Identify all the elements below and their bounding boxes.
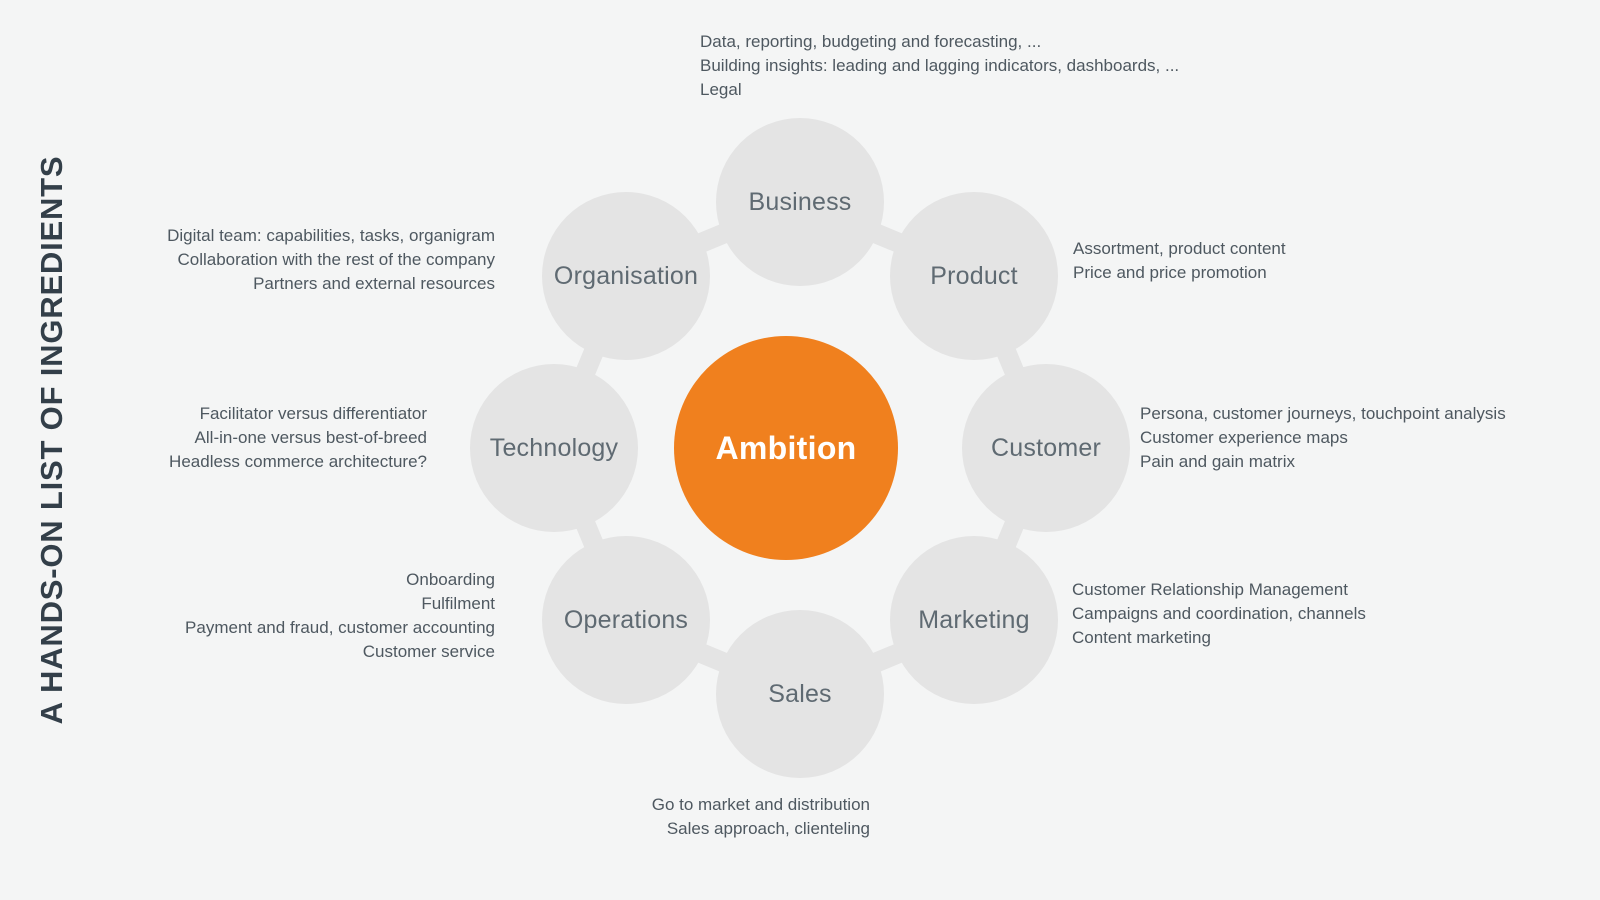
note-line: Go to market and distribution [651,795,870,814]
node-business: Business [716,118,884,286]
product-notes: Assortment, product content Price and pr… [1073,237,1286,285]
note-line: Facilitator versus differentiator [199,404,427,423]
node-technology-label: Technology [489,433,619,462]
node-organisation-label: Organisation [553,261,699,290]
sales-notes: Go to market and distribution Sales appr… [652,793,870,841]
node-product-label: Product [930,261,1018,290]
node-operations: Operations [542,536,710,704]
note-line: Customer service [362,642,495,661]
node-operations-label: Operations [563,605,689,634]
note-line: Payment and fraud, customer accounting [185,618,495,637]
note-line: Digital team: capabilities, tasks, organ… [167,226,495,245]
node-technology: Technology [470,364,638,532]
node-marketing-label: Marketing [918,605,1030,634]
note-line: Building insights: leading and lagging i… [700,56,1180,75]
note-line: Headless commerce architecture? [169,452,427,471]
node-business-label: Business [748,187,852,216]
operations-notes: Onboarding Fulfilment Payment and fraud,… [185,568,495,664]
note-line: Partners and external resources [253,274,495,293]
node-customer: Customer [962,364,1130,532]
note-line: Legal [700,80,742,99]
note-line: All-in-one versus best-of-breed [194,428,427,447]
business-notes: Data, reporting, budgeting and forecasti… [700,30,1179,102]
note-line: Sales approach, clienteling [666,819,870,838]
note-line: Persona, customer journeys, touchpoint a… [1140,404,1506,423]
note-line: Collaboration with the rest of the compa… [177,250,495,269]
marketing-notes: Customer Relationship Management Campaig… [1072,578,1366,650]
note-line: Campaigns and coordination, channels [1072,604,1366,623]
customer-notes: Persona, customer journeys, touchpoint a… [1140,402,1506,474]
note-line: Price and price promotion [1073,263,1267,282]
note-line: Assortment, product content [1073,239,1286,258]
note-line: Onboarding [406,570,495,589]
note-line: Pain and gain matrix [1140,452,1295,471]
ambition-label: Ambition [715,429,857,466]
organisation-notes: Digital team: capabilities, tasks, organ… [167,224,495,296]
node-ambition: Ambition [674,336,898,560]
page-title: A HANDS-ON LIST OF INGREDIENTS [34,155,69,725]
node-product: Product [890,192,1058,360]
node-organisation: Organisation [542,192,710,360]
node-sales-label: Sales [768,679,832,708]
note-line: Customer Relationship Management [1072,580,1348,599]
note-line: Data, reporting, budgeting and forecasti… [700,32,1042,51]
node-sales: Sales [716,610,884,778]
node-marketing: Marketing [890,536,1058,704]
note-line: Fulfilment [421,594,495,613]
node-customer-label: Customer [991,433,1101,462]
technology-notes: Facilitator versus differentiator All-in… [169,402,427,474]
note-line: Content marketing [1072,628,1211,647]
note-line: Customer experience maps [1140,428,1348,447]
